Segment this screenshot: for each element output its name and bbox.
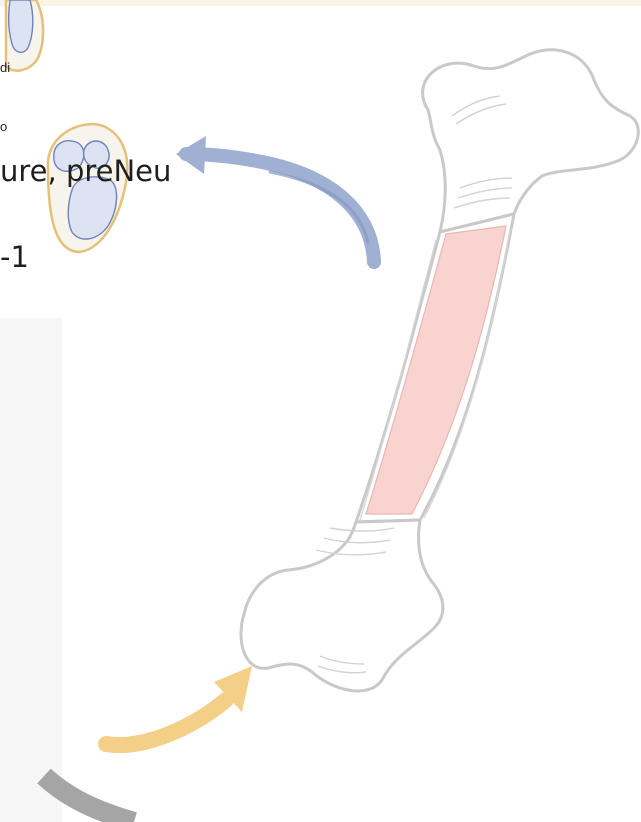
label-fragment: o: [0, 119, 7, 134]
neutrophil-cell-icon: [6, 0, 43, 71]
arrow-icon: [106, 666, 252, 745]
arrow-icon: [44, 776, 134, 822]
arrow-icon: [176, 136, 374, 262]
label-fragment: -1: [0, 240, 29, 274]
label-fragment: ure, preNeu: [0, 154, 171, 188]
neutrophil-cell-icon: [48, 124, 127, 252]
label-fragment: di: [0, 60, 10, 75]
bone-illustration: [241, 50, 638, 691]
